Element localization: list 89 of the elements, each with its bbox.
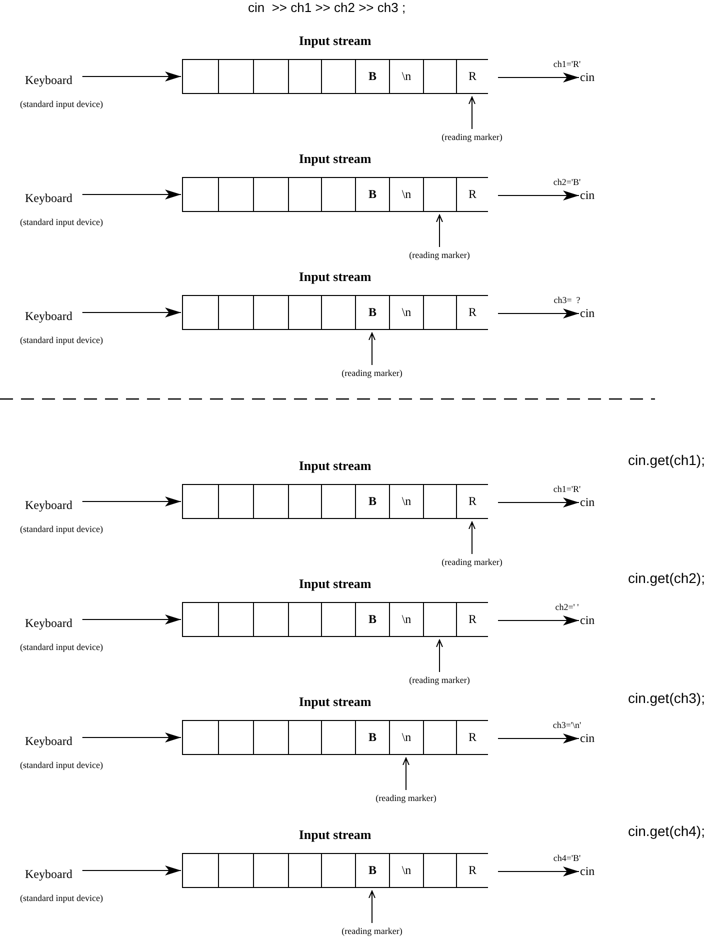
device-caption: (standard input device) <box>20 642 103 652</box>
stream-heading: Input stream <box>298 827 372 843</box>
output-label: cin <box>580 731 595 746</box>
device-label: Keyboard <box>25 498 72 513</box>
device-label: Keyboard <box>25 734 72 749</box>
pointer-arrow <box>468 96 476 130</box>
arrow <box>498 734 580 744</box>
pointer-arrow <box>402 758 410 790</box>
pointer-arrow <box>436 214 443 248</box>
pointer-arrow <box>468 522 476 554</box>
device-label: Keyboard <box>25 309 72 324</box>
output-label: cin <box>580 864 595 879</box>
arrow <box>498 498 580 508</box>
marker-label: (reading marker) <box>376 793 436 803</box>
edge-label: ch2=' ' <box>554 602 580 612</box>
marker-label: (reading marker) <box>409 675 470 685</box>
stream-heading: Input stream <box>298 33 372 49</box>
edge-label: ch3= ? <box>552 294 582 304</box>
buffer-cell: R <box>456 854 488 887</box>
output-label: cin <box>580 188 595 203</box>
edge-label: ch1='R' <box>552 58 582 68</box>
stream-heading: Input stream <box>298 694 372 710</box>
device-caption: (standard input device) <box>20 893 103 903</box>
edge-label: ch2='B' <box>552 176 582 186</box>
marker-label: (reading marker) <box>409 250 470 260</box>
buffer-cell: B <box>355 854 389 887</box>
buffer-cell: B <box>355 60 389 93</box>
arrow <box>498 308 580 318</box>
arrow <box>498 866 580 876</box>
buffer-cell: \n <box>389 60 423 93</box>
buffer-cell: R <box>456 721 488 754</box>
arrow <box>498 72 580 82</box>
buffer-cell: R <box>456 296 488 329</box>
code-heading: cin >> ch1 >> ch2 >> ch3 ; <box>248 0 406 15</box>
code-label: cin.get(ch4); <box>628 823 705 839</box>
buffer-cell: \n <box>389 603 423 636</box>
device-label: Keyboard <box>25 867 72 882</box>
device-caption: (standard input device) <box>20 99 103 109</box>
output-label: cin <box>580 306 595 321</box>
device-caption: (standard input device) <box>20 335 103 345</box>
edge-label: ch3='\n' <box>552 720 582 730</box>
arrow <box>82 190 182 200</box>
stream-heading: Input stream <box>298 576 372 592</box>
arrow <box>82 866 182 876</box>
marker-label: (reading marker) <box>342 926 402 936</box>
buffer-cell: R <box>456 60 488 93</box>
pointer-arrow <box>436 640 443 672</box>
buffer-cell: B <box>355 603 389 636</box>
code-label: cin.get(ch2); <box>628 570 705 586</box>
buffer-cell: \n <box>389 178 423 211</box>
buffer-cell: B <box>355 178 389 211</box>
arrow <box>82 496 182 506</box>
arrow <box>498 190 580 200</box>
arrow <box>82 732 182 742</box>
marker-label: (reading marker) <box>342 368 402 378</box>
stream-heading: Input stream <box>298 458 372 474</box>
buffer-cell: R <box>456 485 488 518</box>
output-label: cin <box>580 495 595 510</box>
stream-heading: Input stream <box>298 269 372 285</box>
buffer-cell: \n <box>389 721 423 754</box>
stream-heading: Input stream <box>298 151 372 167</box>
device-caption: (standard input device) <box>20 524 103 534</box>
edge-label: ch4='B' <box>552 852 582 862</box>
buffer-cell: \n <box>389 485 423 518</box>
output-label: cin <box>580 70 595 85</box>
device-label: Keyboard <box>25 616 72 631</box>
pointer-arrow <box>368 890 376 924</box>
code-label: cin.get(ch3); <box>628 690 705 706</box>
buffer-cell: B <box>355 721 389 754</box>
buffer-cell: R <box>456 603 488 636</box>
buffer-cell: R <box>456 178 488 211</box>
device-caption: (standard input device) <box>20 760 103 770</box>
arrow <box>498 616 580 626</box>
output-label: cin <box>580 613 595 628</box>
edge-label: ch1='R' <box>552 484 582 494</box>
pointer-arrow <box>368 332 376 366</box>
arrow <box>82 614 182 624</box>
device-caption: (standard input device) <box>20 217 103 227</box>
buffer-cell: \n <box>389 296 423 329</box>
buffer-cell: B <box>355 485 389 518</box>
arrow <box>82 72 182 82</box>
code-label: cin.get(ch1); <box>628 452 705 468</box>
device-label: Keyboard <box>25 73 72 88</box>
buffer-cell: B <box>355 296 389 329</box>
arrow <box>82 308 182 318</box>
device-label: Keyboard <box>25 191 72 206</box>
marker-label: (reading marker) <box>442 557 502 567</box>
marker-label: (reading marker) <box>442 132 502 142</box>
buffer-cell: \n <box>389 854 423 887</box>
